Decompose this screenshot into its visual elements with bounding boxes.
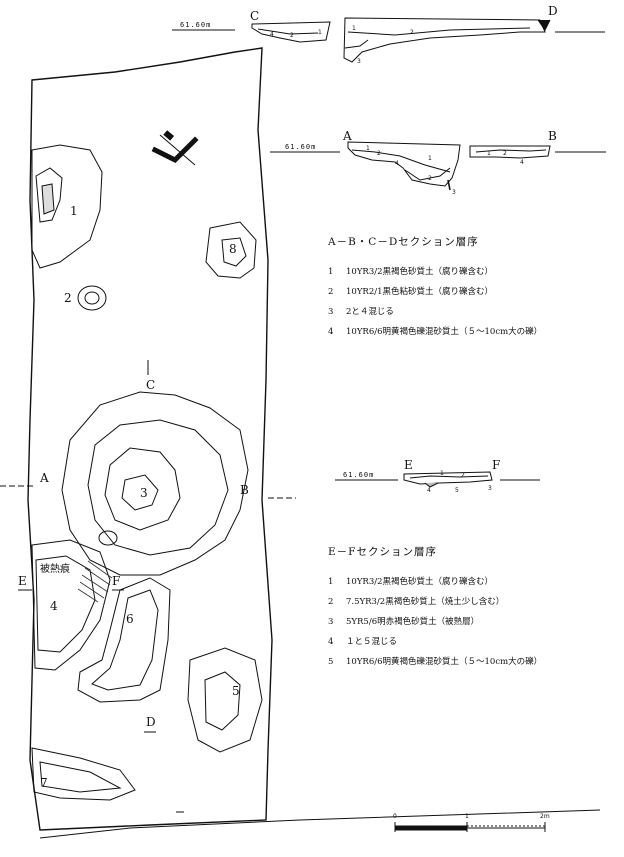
legend-row: 1 10YR3/2黒褐色砂質土（腐り礫含む） [328,572,542,592]
legend-num: 5 [328,657,334,667]
legend-row: 1 10YR3/2黒褐色砂質土（腐り礫含む） [328,262,542,282]
section-cd-layer-label: 1 [352,25,356,32]
feature-8-outline [205,221,257,279]
legend-row: 5 10YR6/6明黄褐色礫混砂質土（５～10cm大の礫） [328,652,542,672]
legend-row: 4 １と５混じる [328,632,542,652]
legend-text: 5YR5/6明赤褐色砂質土（被熱層） [346,617,480,627]
feature-label-8: 8 [229,242,237,256]
legend-text: １と５混じる [346,637,398,647]
legend-num: 4 [328,637,334,647]
feature-label-4: 4 [50,599,58,613]
plan-marker-c: C [146,378,155,392]
section-ef-left-label: E [404,458,413,472]
section-cd-left-label: C [250,9,259,23]
plan-marker-e: E [18,574,27,588]
legend-abcd-title: A－B・C－Dセクション層序 [328,236,479,248]
section-cd-layer-label: 2 [410,29,414,36]
legend-num: 3 [328,307,334,317]
section-ab-layer-label: 2 [377,150,381,157]
section-cd-layer-label: 3 [357,58,361,65]
section-cd-layer-label: 2 [290,32,294,39]
feature-label-1: 1 [70,204,78,218]
section-cd [172,17,605,63]
legend-text: 10YR6/6明黄褐色礫混砂質土（５～10cm大の礫） [346,657,543,667]
section-ab-left-label: A [342,129,352,143]
feature-6-outline [77,577,171,703]
section-cd-elevation: 61.60m [180,21,211,29]
section-ab-layer-label: 3 [452,189,456,196]
scale-two: 2m [540,813,550,820]
legend-row: 2 7.5YR3/2黒褐色砂質上（焼土少し含む） [328,592,542,612]
feature-7-outline [31,747,136,801]
section-cd-layer-label: 4 [270,31,274,38]
legend-text: 10YR3/2黒褐色砂質土（腐り礫含む） [346,267,494,277]
feature-3-outline [61,391,249,576]
scale-zero: 0 [393,813,397,820]
legend-num: 1 [328,577,334,587]
section-ef [335,471,540,488]
legend-num: 4 [328,327,334,337]
scale-bar [394,822,546,832]
section-ef-right-label: F [492,458,500,472]
section-ef-elevation: 61.60m [343,471,374,479]
feature-1-outline [31,144,103,269]
legend-text: 10YR2/1黒色粘砂質土（腐り礫含む） [346,287,494,297]
legend-text: 10YR3/2黒褐色砂質土（腐り礫含む） [346,577,494,587]
legend-num: 2 [328,287,334,297]
section-cd-layer-label: 1 [318,29,322,36]
burnt-trace-label: 被熱痕 [40,562,70,575]
section-ab-right-label: B [548,129,557,143]
section-ef-layer-label: 4 [427,487,431,494]
legend-row: 3 2と４混じる [328,302,542,322]
section-ab-layer-label: 4 [520,159,524,166]
section-cd-right-label: D [548,4,558,18]
feature-label-3: 3 [140,486,148,500]
section-ab-elevation: 61.60m [285,143,316,151]
legend-ef-title: E－Fセクション層序 [328,546,437,558]
legend-row: 2 10YR2/1黒色粘砂質土（腐り礫含む） [328,282,542,302]
legend-text: 2と４混じる [346,307,394,317]
legend-text: 7.5YR3/2黒褐色砂質上（焼土少し含む） [346,597,505,607]
plan-outline [0,47,601,839]
feature-4-outline [31,539,113,671]
legend-num: 2 [328,597,334,607]
feature-label-2: 2 [64,291,72,305]
plan-marker-d: D [146,715,156,729]
feature-label-6: 6 [126,612,134,626]
scale-one: 1 [465,813,469,820]
plan-marker-f: F [112,574,120,588]
section-ab-layer-label: 1 [487,150,491,157]
section-ef-layer-label: 5 [455,487,459,494]
section-ab-layer-label: 1 [366,145,370,152]
section-ef-layer-label: 3 [488,485,492,492]
feature-label-5: 5 [232,684,240,698]
section-ab-layer-label: 2 [503,150,507,157]
section-ef-layer-label: 1 [440,470,444,477]
section-ab-layer-label: 2 [428,175,432,182]
legend-row: 3 5YR5/6明赤褐色砂質土（被熱層） [328,612,542,632]
legend-ef: E－Fセクション層序 1 10YR3/2黒褐色砂質土（腐り礫含む） 2 7.5YR3… [328,542,542,672]
north-arrow-icon [151,130,199,166]
legend-abcd: A－B・C－Dセクション層序 1 10YR3/2黒褐色砂質土（腐り礫含む） 2 10… [328,232,542,342]
legend-text: 10YR6/6明黄褐色礫混砂質土（５～10cm大の礫） [346,327,543,337]
plan-marker-a: A [39,471,49,485]
legend-row: 4 10YR6/6明黄褐色礫混砂質土（５～10cm大の礫） [328,322,542,342]
section-ab-layer-label: 1 [428,155,432,162]
legend-num: 1 [328,267,334,277]
feature-5-outline [187,647,263,753]
legend-num: 3 [328,617,334,627]
plan-marker-b: B [240,483,249,497]
section-ef-layer-label: 2 [461,472,465,479]
section-ab [270,141,606,191]
section-ab-layer-label: 4 [395,160,399,167]
feature-label-7: 7 [40,776,48,790]
